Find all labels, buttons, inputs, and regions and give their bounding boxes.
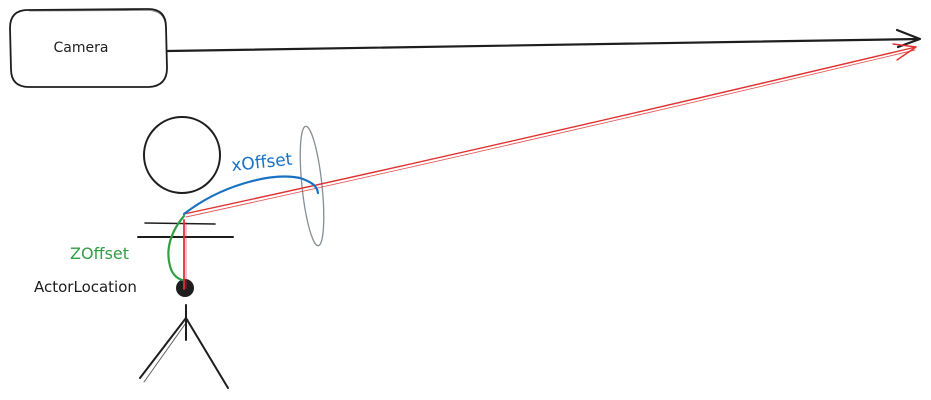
- camera-label: Camera: [54, 40, 109, 56]
- camera-box: [9, 8, 168, 88]
- actor-figure: [137, 116, 234, 389]
- actor-location-label: ActorLocation: [34, 278, 137, 296]
- x-offset-label: xOffset: [230, 150, 293, 176]
- camera-node: Camera: [9, 8, 168, 88]
- actor-head: [143, 116, 221, 194]
- z-offset-arc: ZOffset: [70, 214, 186, 282]
- actor-right-leg: [185, 317, 229, 389]
- actor-left-leg: [139, 317, 187, 379]
- x-offset-arc: xOffset: [182, 150, 320, 216]
- camera-forward-arrow: [166, 28, 922, 53]
- aim-direction-arrow: [183, 43, 917, 218]
- z-offset-vector: [183, 219, 187, 290]
- aim-plane-ellipse: [299, 125, 325, 247]
- actor-location-dot: [176, 279, 194, 297]
- z-offset-label: ZOffset: [70, 244, 129, 263]
